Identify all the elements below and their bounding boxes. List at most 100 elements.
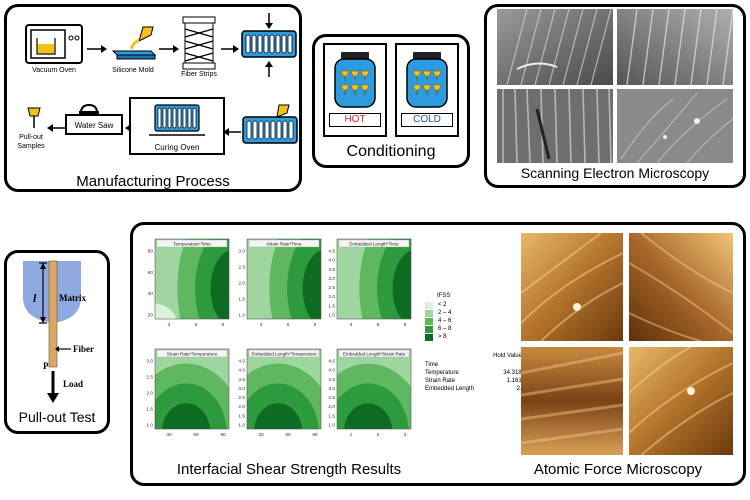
contour-plot-title: Embedded Length*Temperature	[251, 352, 317, 357]
sem-title: Scanning Electron Microscopy	[520, 165, 710, 181]
contour-ytick: 1.5	[328, 413, 335, 419]
hold-values-name: Temperature	[425, 370, 459, 376]
contour-ytick: 3.5	[328, 267, 335, 273]
curing-oven-icon	[129, 97, 225, 155]
sem-panel: Scanning Electron Microscopy	[484, 4, 746, 188]
hold-values-value: 1.1616	[506, 378, 525, 384]
afm-image-grid	[520, 232, 734, 456]
load-label: Load	[63, 379, 84, 389]
hold-values-name: Time	[425, 362, 439, 368]
conditioning-panel: HOT COLD Conditioning	[312, 34, 470, 168]
contour-plot: Embedded Length*Strain Rate4.54.03.53.02…	[328, 348, 412, 438]
hot-label: HOT	[329, 113, 381, 127]
arrow-right-icon	[221, 40, 239, 58]
contour-xtick: 9	[404, 322, 407, 328]
contour-ytick: 60	[148, 270, 154, 276]
pullout-test-panel: l Matrix Fiber P Load Pull-out Test	[4, 250, 110, 434]
pullout-test-title: Pull-out Test	[18, 409, 96, 425]
hold-values-row: Strain Rate 1.1616	[425, 378, 525, 386]
water-saw-label: Water Saw	[74, 121, 114, 130]
load-symbol: P	[43, 361, 49, 371]
afm-image-3	[520, 347, 624, 455]
contour-ytick: 2.0	[328, 404, 335, 410]
cold-text: COLD	[413, 114, 441, 125]
contour-plot-title: Temperature*Time	[173, 242, 211, 247]
sem-image-grid	[497, 8, 734, 164]
contour-ytick: 2.0	[238, 404, 245, 410]
contour-ytick: 4.5	[238, 359, 245, 365]
contour-ytick: 2.5	[238, 265, 245, 271]
contour-ytick: 3.5	[328, 377, 335, 383]
ifss-legend-label: < 2	[438, 302, 447, 308]
contour-plot-title: Embedded Length*Time	[349, 242, 399, 247]
hot-text: HOT	[344, 114, 366, 125]
afm-title: Atomic Force Microscopy	[533, 461, 703, 478]
ifss-legend-label: 2 – 4	[438, 310, 452, 316]
contour-xtick: 3	[260, 322, 263, 328]
ifss-legend-title: IFSS	[437, 293, 451, 299]
hold-values-row: Time9	[425, 362, 525, 370]
pullout-samples-label: Pull-out Samples	[17, 134, 45, 150]
vacuum-oven-icon	[25, 24, 83, 64]
arrow-right-icon	[87, 40, 107, 58]
hot-jar-icon	[334, 52, 376, 108]
contour-ytick: 80	[148, 249, 154, 255]
sem-image-2	[617, 8, 734, 86]
ifss-legend-swatch	[425, 325, 433, 333]
ifss-afm-panel: Temperature*Time 80 60 40 20 3 6 9 Strain Rate*T…	[130, 222, 746, 486]
contour-ytick: 1.5	[238, 413, 245, 419]
curing-oven-label: Curing Oven	[154, 143, 200, 152]
pullout-sample-icon	[27, 107, 41, 129]
pullout-test-diagram	[13, 257, 107, 407]
contour-xtick: 3	[168, 322, 171, 328]
contour-ytick: 20	[148, 313, 154, 319]
contour-xtick: 90	[312, 432, 318, 438]
conditioning-title: Conditioning	[346, 143, 436, 160]
contour-ytick: 1.0	[146, 423, 153, 429]
contour-xtick: 2	[377, 432, 380, 438]
contour-ytick: 40	[148, 291, 154, 297]
contour-ytick: 2.5	[328, 395, 335, 401]
arrow-left-icon	[223, 123, 241, 141]
sem-image-4	[617, 89, 734, 164]
hold-values-table: Hold Values Time9Temperature34.3182Strai…	[425, 353, 525, 394]
arrow-right-icon	[159, 40, 179, 58]
contour-ytick: 3.0	[328, 276, 335, 282]
contour-plot-title: Embedded Length*Strain Rate	[343, 352, 406, 357]
contour-ytick: 4.0	[238, 368, 245, 374]
contour-ytick: 1.0	[328, 313, 335, 319]
ifss-legend-item: < 2	[425, 301, 485, 309]
demold-icon	[241, 103, 299, 145]
water-saw-icon	[65, 103, 123, 135]
contour-svg: Temperature*Time 80 60 40 20 3 6 9 Strain Rate*T…	[146, 238, 412, 438]
cold-label: COLD	[401, 113, 453, 127]
cold-chamber: COLD	[395, 43, 459, 137]
contour-xtick: 30	[258, 432, 264, 438]
fiber-strips-icon	[179, 15, 219, 71]
hot-chamber: HOT	[323, 43, 387, 137]
contour-ytick: 2.5	[146, 375, 153, 381]
fiber-label: Fiber	[73, 344, 94, 354]
silicone-mold-icon	[109, 25, 159, 61]
contour-xtick: 90	[220, 432, 226, 438]
afm-image-1	[520, 232, 624, 342]
contour-xtick: 3	[404, 432, 407, 438]
contour-ytick: 2.0	[146, 391, 153, 397]
contour-ytick: 3.0	[238, 249, 245, 255]
contour-xtick: 1	[350, 432, 353, 438]
contour-ytick: 1.5	[146, 407, 153, 413]
contour-ytick: 2.0	[238, 281, 245, 287]
ifss-legend-label: > 8	[438, 334, 447, 340]
vacuum-oven-label: Vacuum Oven	[32, 67, 76, 74]
ifss-legend-swatch	[425, 301, 433, 309]
contour-xtick: 6	[287, 322, 290, 328]
contour-plot: Embedded Length*Time4.54.03.53.02.52.01.…	[328, 238, 412, 328]
contour-ytick: 4.5	[328, 359, 335, 365]
matrix-label: Matrix	[59, 293, 86, 303]
contour-plot-title: Strain Rate*Time	[267, 242, 302, 247]
hold-values-name: Strain Rate	[425, 378, 456, 384]
contour-ytick: 4.0	[328, 368, 335, 374]
